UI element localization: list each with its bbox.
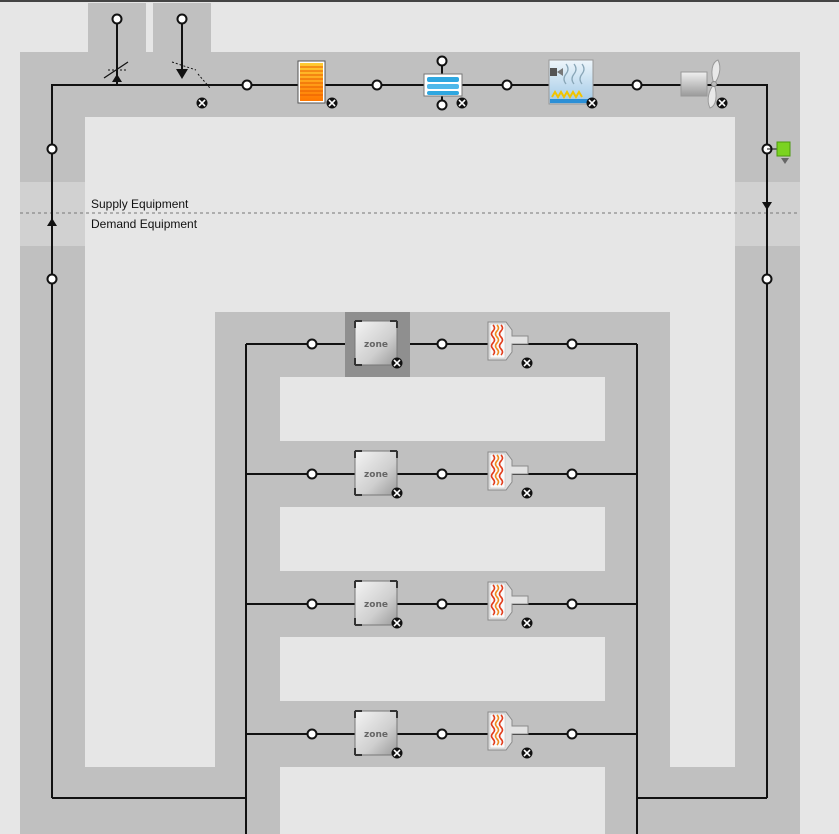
remove-x-icon[interactable] (390, 486, 404, 500)
return-node (46, 143, 58, 155)
remove-x-icon[interactable] (715, 96, 729, 110)
return-flow-arrow (47, 218, 57, 226)
remove-x-icon[interactable] (455, 96, 469, 110)
zone-icon[interactable]: zone (354, 320, 398, 366)
humidifier-icon[interactable] (548, 59, 594, 105)
remove-x-icon[interactable] (390, 616, 404, 630)
remove-x-icon[interactable] (585, 96, 599, 110)
zone-icon[interactable]: zone (354, 450, 398, 496)
divider-strip (20, 182, 800, 246)
remove-x-icon[interactable] (195, 96, 209, 110)
window-top-border (0, 0, 839, 2)
cooling-coil-icon[interactable] (423, 73, 463, 97)
cooling-coil-water-inlet-node (436, 55, 448, 67)
relief-air-arrow (176, 69, 188, 79)
cooling-coil-water-outlet-node (436, 99, 448, 111)
demand-equipment-label: Demand Equipment (91, 217, 198, 231)
remove-x-icon[interactable] (520, 746, 534, 760)
relief-air-damper-icon[interactable] (171, 61, 211, 89)
node (371, 79, 383, 91)
heating-coil-icon[interactable] (297, 60, 326, 104)
setpoint-manager-icon[interactable] (767, 141, 791, 164)
demand-return-node (46, 273, 58, 285)
supply-flow-arrow (762, 202, 772, 210)
node (501, 79, 513, 91)
outdoor-air-node (111, 13, 123, 25)
remove-x-icon[interactable] (520, 356, 534, 370)
remove-x-icon[interactable] (390, 746, 404, 760)
remove-x-icon[interactable] (325, 96, 339, 110)
remove-x-icon[interactable] (520, 486, 534, 500)
remove-x-icon[interactable] (390, 356, 404, 370)
outdoor-air-arrow (112, 74, 122, 82)
zone-label: zone (364, 470, 388, 480)
zone-label: zone (364, 600, 388, 610)
node (241, 79, 253, 91)
outdoor-air-damper-icon[interactable] (103, 61, 129, 79)
fan-icon[interactable] (680, 59, 721, 109)
nodes[interactable] (46, 13, 773, 740)
zone-label: zone (364, 730, 388, 740)
remove-x-icon[interactable] (520, 616, 534, 630)
supply-equipment-label: Supply Equipment (91, 197, 189, 211)
zone-label: zone (364, 340, 388, 350)
zone-icon[interactable]: zone (354, 710, 398, 756)
flow-arrows (47, 69, 772, 226)
node (631, 79, 643, 91)
demand-supply-node (761, 273, 773, 285)
zone-icon[interactable]: zone (354, 580, 398, 626)
loop-band-cutouts (280, 377, 605, 834)
relief-air-node (176, 13, 188, 25)
